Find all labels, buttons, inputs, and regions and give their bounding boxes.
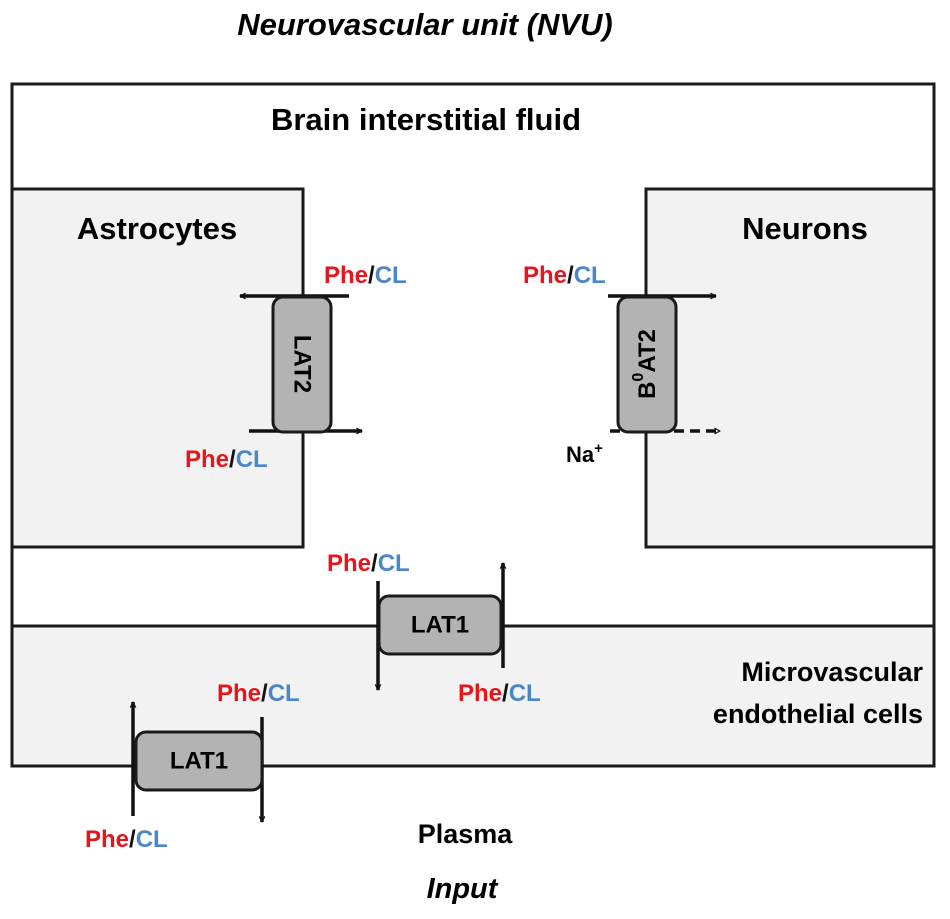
lat2-label: LAT2 (289, 335, 316, 393)
lat1-lower-transporter (134, 730, 264, 792)
lat1-upper-transporter (377, 594, 503, 656)
input-label: Input (427, 873, 499, 905)
endothelial-label-line2: endothelial cells (713, 699, 923, 729)
substrate-label-lat1-lower-top: Phe/CL (217, 680, 300, 707)
neurons-label: Neurons (742, 211, 868, 246)
substrate-label-lat2-bottom: Phe/CL (185, 446, 268, 473)
substrate-label-lat1-lower-bottom: Phe/CL (85, 826, 168, 853)
lat1-upper-label: LAT1 (411, 612, 469, 639)
b0at2-label: B0AT2 (630, 329, 661, 399)
lat1-lower-label: LAT1 (170, 748, 228, 775)
b0at2-transporter (616, 295, 678, 434)
substrate-label-lat1-upper-right: Phe/CL (458, 680, 541, 707)
endothelial-label-line1: Microvascular (741, 657, 923, 687)
lat2-transporter (271, 295, 333, 434)
diagram-title: Neurovascular unit (NVU) (237, 7, 613, 42)
plasma-label: Plasma (418, 819, 514, 849)
neurons-region (644, 187, 936, 549)
astrocytes-label: Astrocytes (77, 211, 237, 246)
substrate-label-b0at2: Phe/CL (523, 262, 606, 289)
isf-label: Brain interstitial fluid (271, 102, 581, 137)
sodium-label: Na+ (566, 440, 603, 467)
substrate-label-lat1-upper-left: Phe/CL (327, 550, 410, 577)
astrocytes-region (10, 187, 305, 549)
substrate-label-lat2-top: Phe/CL (324, 262, 407, 289)
